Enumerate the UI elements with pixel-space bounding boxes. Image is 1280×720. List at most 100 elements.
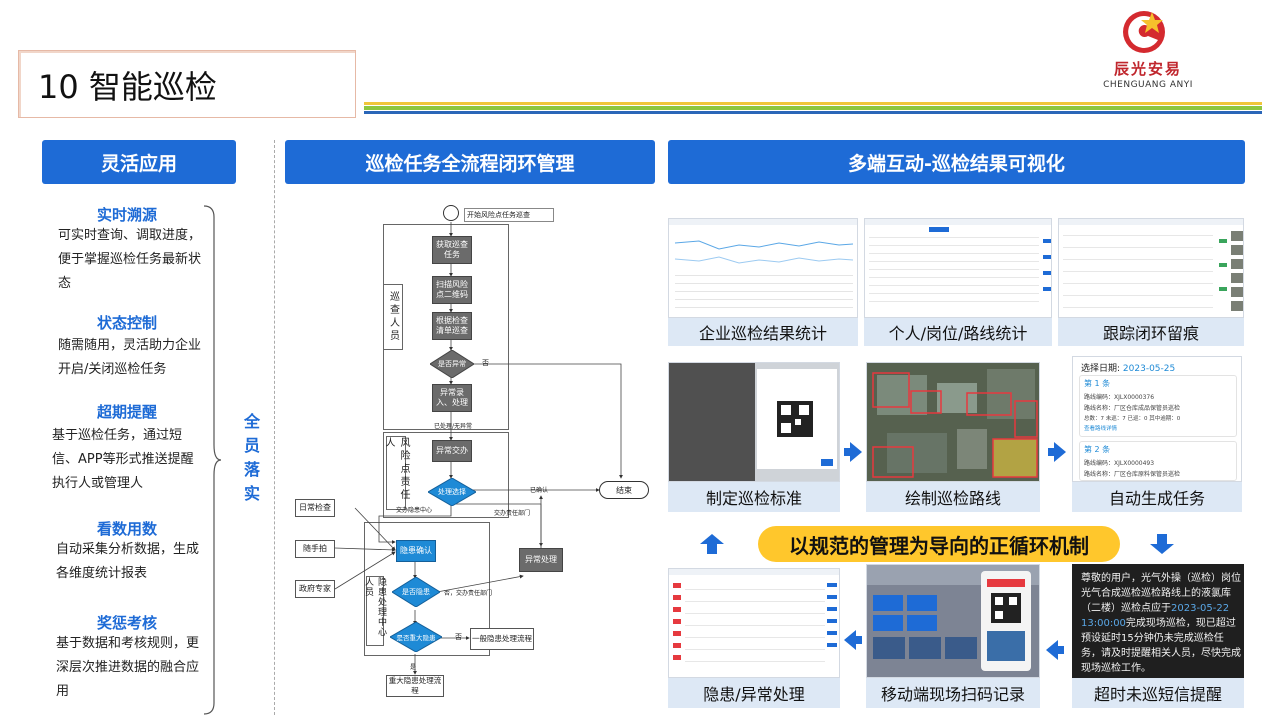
flow-decision-choose-label: 处理选择 (438, 488, 466, 496)
arrow-up-icon (700, 534, 724, 554)
flow-step-confirm: 隐患确认 (396, 540, 436, 562)
tile-caption-8: 移动端现场扫码记录 (866, 678, 1040, 708)
feature-body-3: 基于巡检任务，通过短信、APP等形式推送提醒执行人或管理人 (52, 428, 194, 491)
line-chart-thumbnail (669, 219, 857, 308)
lane-label-owner: 风险点责任人 (383, 436, 409, 510)
feature-body-4: 自动采集分析数据，生成各维度统计报表 (56, 542, 200, 581)
stripe-green (364, 106, 1262, 110)
column-divider (274, 140, 275, 715)
tile-enterprise-stats (668, 218, 858, 318)
flow-step-checklist: 根据检查清单巡查 (432, 312, 472, 340)
hazard-table-thumbnail (669, 569, 839, 662)
task-card-1-link[interactable]: 查看路线详情 (1084, 426, 1118, 432)
tile-caption-5: 绘制巡检路线 (866, 482, 1040, 512)
title-box (18, 50, 356, 118)
feature-title-4: 看数用数 (96, 520, 157, 538)
logo-icon (1123, 11, 1165, 53)
flow-end-node: 结束 (599, 481, 649, 499)
task-card-2: 第 2 条 路线编码：XJLX0000493 路线名称：厂区仓库原料保管员巡检 (1079, 441, 1237, 481)
flow-step-major: 重大隐患处理流程 (386, 675, 444, 697)
tile-caption-9: 超时未巡短信提醒 (1072, 678, 1244, 708)
feature-body-1: 可实时查询、调取进度，便于掌握巡检任务最新状态 (58, 228, 202, 291)
task-card-2-title: 第 2 条 (1084, 445, 1111, 454)
flow-step-assign: 异常交办 (432, 440, 472, 462)
brace-label: 全员落实 (240, 410, 264, 506)
task-date-value: 2023-05-25 (1122, 364, 1176, 374)
table-thumbnail (865, 219, 1051, 302)
feature-title-3: 超期提醒 (96, 403, 157, 421)
flow-step-general: 一般隐患处理流程 (470, 628, 534, 650)
flow-note-confirmed: 已确认 (530, 487, 549, 494)
section-header-right: 多端互动-巡检结果可视化 (668, 140, 1245, 184)
tile-sms: 尊敬的用户，光气外操（巡检）岗位光气合成巡检巡检路线上的液氯库（二楼）巡检点应于… (1072, 564, 1244, 678)
tile-tracking (1058, 218, 1244, 318)
feature-body-5: 基于数据和考核规则，更深层次推进数据的融合应用 (56, 636, 200, 699)
flow-decision-hazard-label: 是否隐患 (402, 588, 430, 596)
task-card-1-code: 路线编码：XJLX0000376 (1084, 394, 1155, 401)
task-card-1-name: 路线名称：厂区仓库成品保管员巡检 (1084, 405, 1181, 412)
tile-caption-4: 制定巡检标准 (668, 482, 840, 512)
flow-source-expert: 政府专家 (295, 580, 335, 598)
arrow-left-2 (1046, 640, 1064, 660)
tile-personal-stats (864, 218, 1052, 318)
tile-mobile-scan (866, 564, 1040, 678)
flow-source-photo: 随手拍 (295, 540, 335, 558)
flow-decision-choose: 处理选择 (428, 478, 476, 506)
stripe-blue (364, 111, 1262, 114)
lane-label-inspector: 巡查人员 (383, 284, 403, 350)
flow-step-record: 异常录入、处理 (432, 384, 472, 412)
section-header-left: 灵活应用 (42, 140, 236, 184)
flow-note-yes: 是 (410, 664, 417, 671)
page-title: 10 智能巡检 (38, 68, 217, 106)
tile-standard (668, 362, 840, 482)
flow-decision-major: 是否重大隐患 (390, 622, 442, 652)
section-header-middle: 巡检任务全流程闭环管理 (285, 140, 655, 184)
arrow-down-icon (1150, 534, 1174, 554)
mobile-scan-thumbnail (867, 565, 1039, 677)
flow-step-scan-qr: 扫描风险点二维码 (432, 276, 472, 304)
task-card-1-title: 第 1 条 (1084, 379, 1111, 388)
tile-caption-3: 跟踪闭环留痕 (1058, 318, 1244, 346)
flow-note-handled: 已处理/无异常 (434, 423, 473, 430)
tracking-table-thumbnail (1059, 219, 1243, 311)
flow-decision-abnormal-label: 是否异常 (438, 360, 466, 368)
tile-caption-6: 自动生成任务 (1072, 482, 1242, 512)
logo-text-en: CHENGUANG ANYI (1103, 80, 1193, 90)
flow-connectors (334, 222, 623, 675)
flow-note-no: 否 (482, 359, 489, 367)
feature-body-2: 随需随用，灵活助力企业开启/关闭巡检任务 (58, 338, 202, 377)
flow-source-daily: 日常检查 (295, 499, 335, 517)
sms-text-pre: 尊敬的用户，光气外操（巡检）岗位光气合成巡检巡检路线上的液氯库（二楼）巡检点应于 (1081, 573, 1241, 614)
stripe-yellow (364, 102, 1262, 105)
flow-note-to-dept: 交办责任部门 (494, 510, 531, 517)
flow-decision-major-label: 是否重大隐患 (396, 634, 436, 642)
brace-icon (203, 205, 222, 715)
arrow-left-1 (844, 630, 862, 650)
sms-text-post: 完成现场巡检，现已超过预设延时15分钟仍未完成巡检任务，请及时提醒相关人员，尽快… (1081, 618, 1241, 674)
flow-step-get-task: 获取巡查任务 (432, 236, 472, 264)
task-card-1: 第 1 条 路线编码：XJLX0000376 路线名称：厂区仓库成品保管员巡检 … (1079, 375, 1237, 437)
flow-decision-hazard: 是否隐患 (392, 577, 440, 607)
feature-title-1: 实时溯源 (96, 206, 157, 224)
flow-decision-abnormal: 是否异常 (430, 350, 474, 378)
sms-message: 尊敬的用户，光气外操（巡检）岗位光气合成巡检巡检路线上的液氯库（二楼）巡检点应于… (1081, 571, 1241, 676)
qr-dialog-thumbnail (669, 363, 839, 481)
tile-route-map (866, 362, 1040, 482)
tile-hazard (668, 568, 840, 678)
task-card-2-code: 路线编码：XJLX0000493 (1084, 460, 1155, 467)
flow-step-handle: 异常处理 (519, 548, 563, 572)
task-date-row: 选择日期: 2023-05-25 (1081, 361, 1175, 374)
sms-time: 2023-05-22 13:00:00 (1081, 603, 1230, 629)
tile-caption-2: 个人/岗位/路线统计 (864, 318, 1052, 346)
feature-title-5: 奖惩考核 (96, 614, 157, 632)
lane-label-center: 隐患处理中心人员 (363, 576, 386, 646)
tile-caption-7: 隐患/异常处理 (668, 678, 840, 708)
feature-title-2: 状态控制 (96, 314, 157, 332)
flow-note-no-2: 否 (455, 633, 462, 641)
flow-start-node (443, 205, 459, 221)
task-card-1-stats: 总数：7 未巡：7 已巡：0 其中逾期：0 (1084, 416, 1181, 422)
flow-note-to-center: 交办隐患中心 (396, 507, 433, 514)
cycle-banner: 以规范的管理为导向的正循环机制 (758, 526, 1120, 562)
task-card-2-name: 路线名称：厂区仓库原料保管员巡检 (1084, 471, 1181, 478)
logo-text-cn: 辰光安易 (1113, 60, 1182, 78)
